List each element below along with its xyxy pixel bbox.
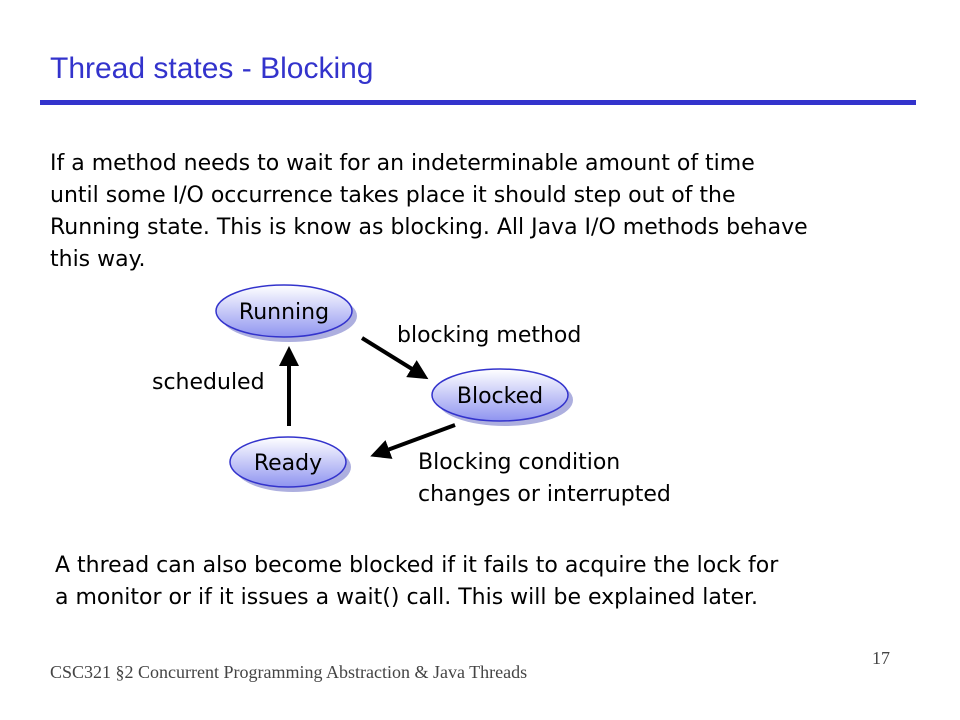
intro-line: Running state. This is know as blocking.… — [50, 215, 808, 240]
closing-paragraph: A thread can also become blocked if it f… — [55, 550, 778, 614]
state-label-running: Running — [239, 300, 329, 325]
state-label-ready: Ready — [254, 451, 322, 476]
intro-paragraph: If a method needs to wait for an indeter… — [50, 148, 808, 276]
closing-line: A thread can also become blocked if it f… — [55, 553, 779, 578]
state-label-blocked: Blocked — [457, 384, 543, 409]
intro-line: this way. — [50, 247, 146, 272]
edge-blocked-to-ready — [370, 423, 456, 459]
slide-footer: CSC321 §2 Concurrent Programming Abstrac… — [50, 662, 528, 682]
slide-title: Thread states - Blocking — [50, 52, 374, 85]
edge-running-to-blocked — [360, 336, 429, 380]
edge-label-blocking-condition-line1: Blocking condition — [418, 450, 620, 475]
closing-line: a monitor or if it issues a wait() call.… — [55, 585, 759, 610]
page-number: 17 — [872, 648, 890, 668]
intro-line: If a method needs to wait for an indeter… — [50, 151, 755, 176]
edge-label-blocking-method: blocking method — [397, 323, 581, 348]
state-node-ready: Ready — [229, 436, 351, 492]
title-underline — [40, 100, 916, 105]
state-node-blocked: Blocked — [431, 368, 573, 426]
intro-line: until some I/O occurrence takes place it… — [50, 183, 736, 208]
edge-label-blocking-condition-line2: changes or interrupted — [418, 482, 671, 507]
edge-label-scheduled: scheduled — [152, 370, 265, 395]
state-node-running: Running — [215, 284, 357, 342]
